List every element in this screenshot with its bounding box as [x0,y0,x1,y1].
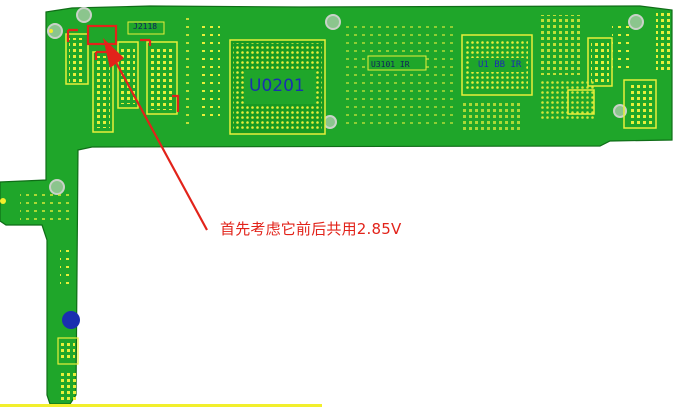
edge-marker [49,29,53,33]
left-connectors [65,21,178,133]
red-highlights [66,24,180,112]
edge-marker [0,198,6,204]
board-edge-line [0,404,322,407]
lower-left-parts [20,190,80,402]
right-components [540,12,670,129]
mounting-holes [47,7,644,195]
middle-components [345,20,533,130]
component-label-u3101: U3101 IR [371,60,410,69]
annotation-text: 首先考虑它前后共用2.85V [220,220,402,238]
component-label-small: J2118 [133,22,158,31]
main-soc-chip [229,39,326,135]
chip-label-u0201: U0201 [249,76,305,96]
blue-test-point [62,311,80,329]
annotation-arrow [103,38,208,231]
component-label-u1: U1 BB IR [478,60,522,70]
center-left-parts [182,18,220,126]
